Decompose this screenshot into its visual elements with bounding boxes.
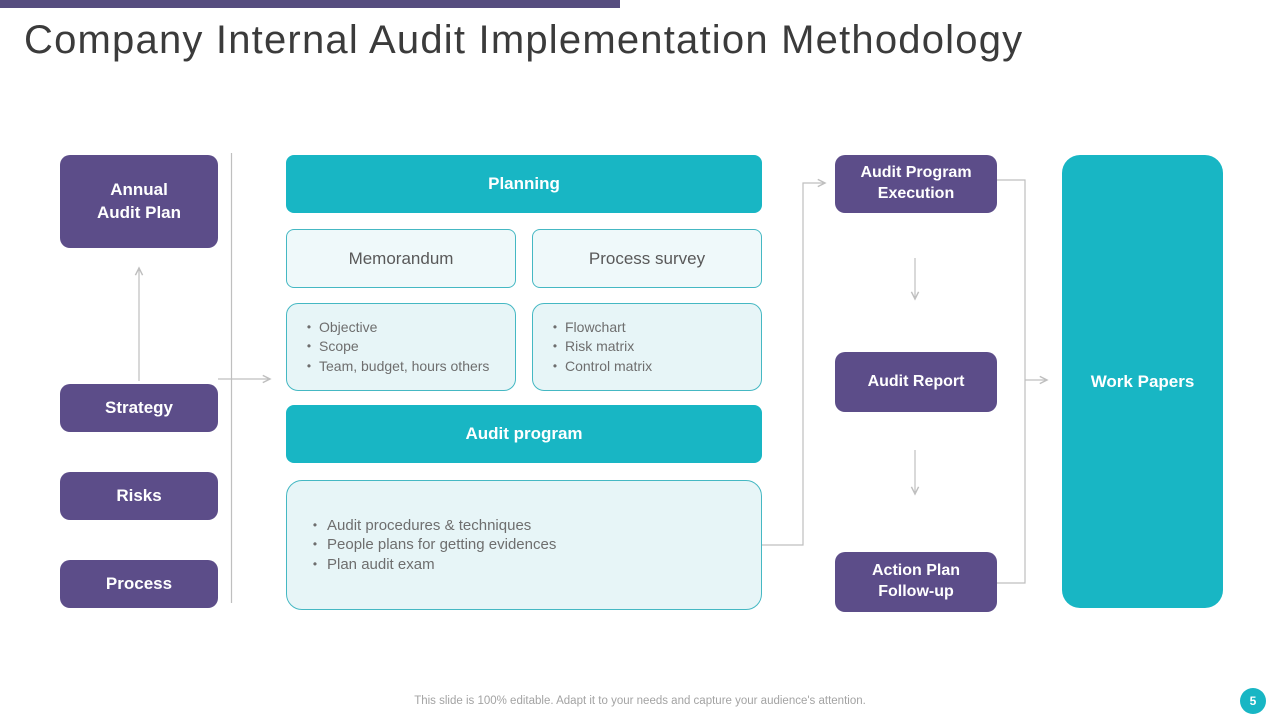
list-item: • Scope bbox=[299, 337, 489, 357]
list-item: • Risk matrix bbox=[545, 337, 652, 357]
audit-program-label: Audit program bbox=[465, 424, 583, 443]
bullet-icon: • bbox=[552, 339, 558, 354]
annual-audit-plan-line2: Audit Plan bbox=[96, 202, 182, 222]
action-plan-line2: Follow-up bbox=[878, 583, 954, 600]
process-box: Process bbox=[60, 560, 218, 608]
process-survey-box: Process survey bbox=[532, 229, 762, 288]
list-item: • Control matrix bbox=[545, 357, 652, 377]
list-item: • Plan audit exam bbox=[303, 555, 556, 575]
list-item: • Audit procedures & techniques bbox=[303, 516, 556, 536]
process-survey-item: Flowchart bbox=[565, 318, 626, 335]
page-number: 5 bbox=[1249, 694, 1257, 708]
audit-program-item: People plans for getting evidences bbox=[327, 536, 557, 554]
audit-report-label: Audit Report bbox=[867, 372, 965, 390]
slide-title: Company Internal Audit Implementation Me… bbox=[24, 18, 1024, 62]
planning-header: Planning bbox=[286, 155, 762, 213]
process-label: Process bbox=[105, 573, 173, 593]
audit-program-item: Plan audit exam bbox=[327, 555, 435, 573]
elbow-auditprogram-to-execution bbox=[760, 178, 827, 546]
strategy-label: Strategy bbox=[104, 397, 174, 417]
audit-program-execution-line2: Execution bbox=[877, 185, 955, 202]
memorandum-items-box: • Objective • Scope • Team, budget, hours o… bbox=[286, 303, 516, 391]
memorandum-item: Team, budget, hours others bbox=[319, 357, 490, 374]
process-survey-label: Process survey bbox=[588, 248, 706, 268]
process-survey-items-box: • Flowchart • Risk matrix • Control matrix bbox=[532, 303, 762, 391]
process-survey-item: Control matrix bbox=[565, 357, 653, 374]
audit-program-items-box: • Audit procedures & techniques • People p… bbox=[286, 480, 762, 610]
audit-report-box: Audit Report bbox=[835, 352, 997, 412]
strategy-box: Strategy bbox=[60, 384, 218, 432]
annual-audit-plan-line1: Annual bbox=[110, 180, 168, 200]
work-papers-box: Work Papers bbox=[1062, 155, 1223, 608]
action-plan-line1: Action Plan bbox=[871, 562, 960, 580]
bullet-icon: • bbox=[306, 339, 312, 354]
memorandum-item: Scope bbox=[319, 338, 359, 355]
planning-label: Planning bbox=[488, 174, 560, 193]
audit-program-item: Audit procedures & techniques bbox=[327, 516, 532, 534]
work-papers-label: Work Papers bbox=[1090, 371, 1195, 391]
bullet-icon: • bbox=[306, 319, 312, 334]
bullet-icon: • bbox=[552, 319, 558, 334]
memorandum-label: Memorandum bbox=[348, 248, 454, 268]
bullet-icon: • bbox=[552, 358, 558, 373]
memorandum-item: Objective bbox=[319, 318, 378, 335]
list-item: • Team, budget, hours others bbox=[299, 357, 490, 377]
page-number-badge: 5 bbox=[1240, 688, 1266, 714]
process-survey-item: Risk matrix bbox=[565, 338, 635, 355]
risks-label: Risks bbox=[116, 485, 162, 505]
list-item: • Flowchart bbox=[545, 318, 652, 338]
audit-program-header: Audit program bbox=[286, 405, 762, 463]
audit-program-execution-box: Audit Program Execution bbox=[835, 155, 997, 213]
bullet-icon: • bbox=[312, 556, 318, 571]
footer-note: This slide is 100% editable. Adapt it to… bbox=[414, 695, 866, 707]
bullet-icon: • bbox=[312, 517, 318, 532]
list-item: • People plans for getting evidences bbox=[303, 535, 556, 555]
action-plan-follow-up-box: Action Plan Follow-up bbox=[835, 552, 997, 612]
risks-box: Risks bbox=[60, 472, 218, 520]
bullet-icon: • bbox=[312, 537, 318, 552]
bullet-icon: • bbox=[306, 358, 312, 373]
list-item: • Objective bbox=[299, 318, 489, 338]
annual-audit-plan-box: Annual Audit Plan bbox=[60, 155, 218, 248]
memorandum-box: Memorandum bbox=[286, 229, 516, 288]
bus-execution-followup bbox=[997, 179, 1026, 584]
top-accent-bar bbox=[0, 0, 620, 8]
audit-program-execution-line1: Audit Program bbox=[860, 164, 972, 182]
